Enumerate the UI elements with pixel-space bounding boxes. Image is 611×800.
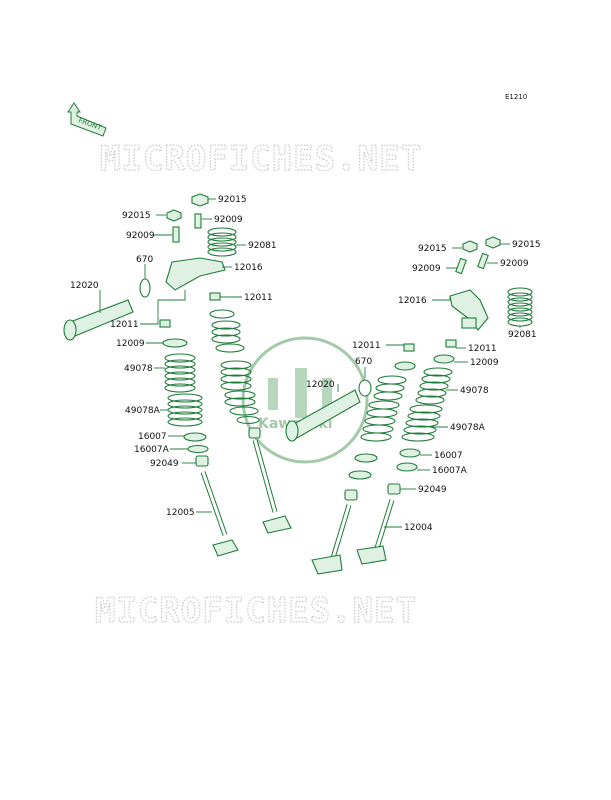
spring-icon bbox=[401, 367, 453, 442]
label-left-nut-b: 92015 bbox=[122, 211, 151, 221]
ref-code: E1210 bbox=[505, 93, 527, 101]
seat-icon bbox=[183, 432, 207, 442]
seal-icon bbox=[344, 489, 358, 501]
bolt-icon bbox=[455, 257, 467, 275]
bolt-icon bbox=[194, 213, 202, 229]
label-right-bolt-a: 92009 bbox=[412, 264, 441, 274]
shaft-icon bbox=[63, 299, 134, 341]
cotter-icon bbox=[209, 292, 221, 301]
label-right-spring-inner: 49078A bbox=[450, 423, 486, 433]
retainer-icon bbox=[394, 361, 416, 371]
seal-icon bbox=[195, 455, 209, 467]
nut-icon bbox=[166, 209, 182, 222]
label-left-shaft: 12020 bbox=[70, 281, 99, 291]
seat-icon bbox=[348, 470, 372, 480]
left-assembly bbox=[63, 193, 292, 557]
label-right-nut-a: 92015 bbox=[418, 244, 447, 254]
rocker-arm-icon bbox=[165, 257, 226, 291]
label-right-shaft: 12020 bbox=[306, 380, 335, 390]
seat-icon bbox=[187, 444, 209, 454]
seat-icon bbox=[396, 462, 418, 472]
seal-icon bbox=[387, 483, 401, 495]
label-left-spring-rocker: 92081 bbox=[248, 241, 277, 251]
cotter-icon bbox=[159, 319, 171, 328]
bolt-icon bbox=[477, 252, 489, 270]
watermark-top: MICROFICHES.NET bbox=[100, 139, 422, 179]
label-right-spring-rocker: 92081 bbox=[508, 330, 537, 340]
label-right-oring: 670 bbox=[355, 357, 372, 367]
oring-icon bbox=[139, 278, 151, 298]
bolt-icon bbox=[172, 226, 180, 243]
label-left-cotter-lower: 12011 bbox=[110, 320, 139, 330]
spring-icon bbox=[209, 309, 261, 439]
label-right-seat-a: 16007A bbox=[432, 466, 468, 476]
label-right-cotter-a: 12011 bbox=[352, 341, 381, 351]
retainer-icon bbox=[162, 338, 188, 348]
retainer-icon bbox=[433, 354, 455, 364]
spring-icon bbox=[360, 375, 407, 442]
label-left-oring: 670 bbox=[136, 255, 153, 265]
label-left-rocker-arm: 12016 bbox=[234, 263, 263, 273]
shaft-icon bbox=[285, 389, 361, 442]
right-assembly bbox=[285, 236, 533, 575]
spring-icon bbox=[167, 393, 203, 427]
label-left-bolt-a: 92009 bbox=[214, 215, 243, 225]
nut-icon bbox=[462, 240, 478, 253]
valve-icon bbox=[356, 499, 395, 565]
nut-icon bbox=[191, 193, 209, 207]
label-right-spring-outer: 49078 bbox=[460, 386, 489, 396]
spring-icon bbox=[207, 227, 237, 257]
label-left-cotter-upper: 12011 bbox=[244, 293, 273, 303]
label-left-nut-a: 92015 bbox=[218, 195, 247, 205]
label-left-seat-a: 16007A bbox=[134, 445, 170, 455]
label-right-rocker-arm: 12016 bbox=[398, 296, 427, 306]
rocker-arm-pad-icon bbox=[461, 317, 477, 329]
nut-icon bbox=[485, 236, 501, 249]
label-right-seat: 16007 bbox=[434, 451, 463, 461]
label-left-bolt-b: 92009 bbox=[126, 231, 155, 241]
label-left-spring-outer: 49078 bbox=[124, 364, 153, 374]
label-left-retainer: 12009 bbox=[116, 339, 145, 349]
label-right-seal: 92049 bbox=[418, 485, 447, 495]
cotter-icon bbox=[445, 339, 457, 348]
label-right-valve: 12004 bbox=[404, 523, 433, 533]
cotter-icon bbox=[403, 343, 415, 352]
seat-icon bbox=[354, 453, 378, 463]
label-left-seat: 16007 bbox=[138, 432, 167, 442]
label-right-cotter-b: 12011 bbox=[468, 344, 497, 354]
watermark-bottom: MICROFICHES.NET bbox=[95, 591, 417, 631]
label-left-valve: 12005 bbox=[166, 508, 195, 518]
seat-icon bbox=[399, 448, 421, 458]
label-left-spring-inner: 49078A bbox=[125, 406, 161, 416]
valve-icon bbox=[200, 471, 239, 557]
oring-icon bbox=[358, 379, 372, 397]
label-right-nut-b: 92015 bbox=[512, 240, 541, 250]
valve-icon bbox=[252, 439, 292, 534]
rocker-arm-icon bbox=[449, 289, 489, 331]
valve-icon bbox=[311, 504, 352, 575]
label-right-bolt-b: 92009 bbox=[500, 259, 529, 269]
label-right-retainer: 12009 bbox=[470, 358, 499, 368]
spring-icon bbox=[164, 353, 196, 393]
label-left-seal: 92049 bbox=[150, 459, 179, 469]
spring-icon bbox=[507, 287, 533, 327]
front-arrow-icon: FRONT bbox=[67, 102, 107, 137]
